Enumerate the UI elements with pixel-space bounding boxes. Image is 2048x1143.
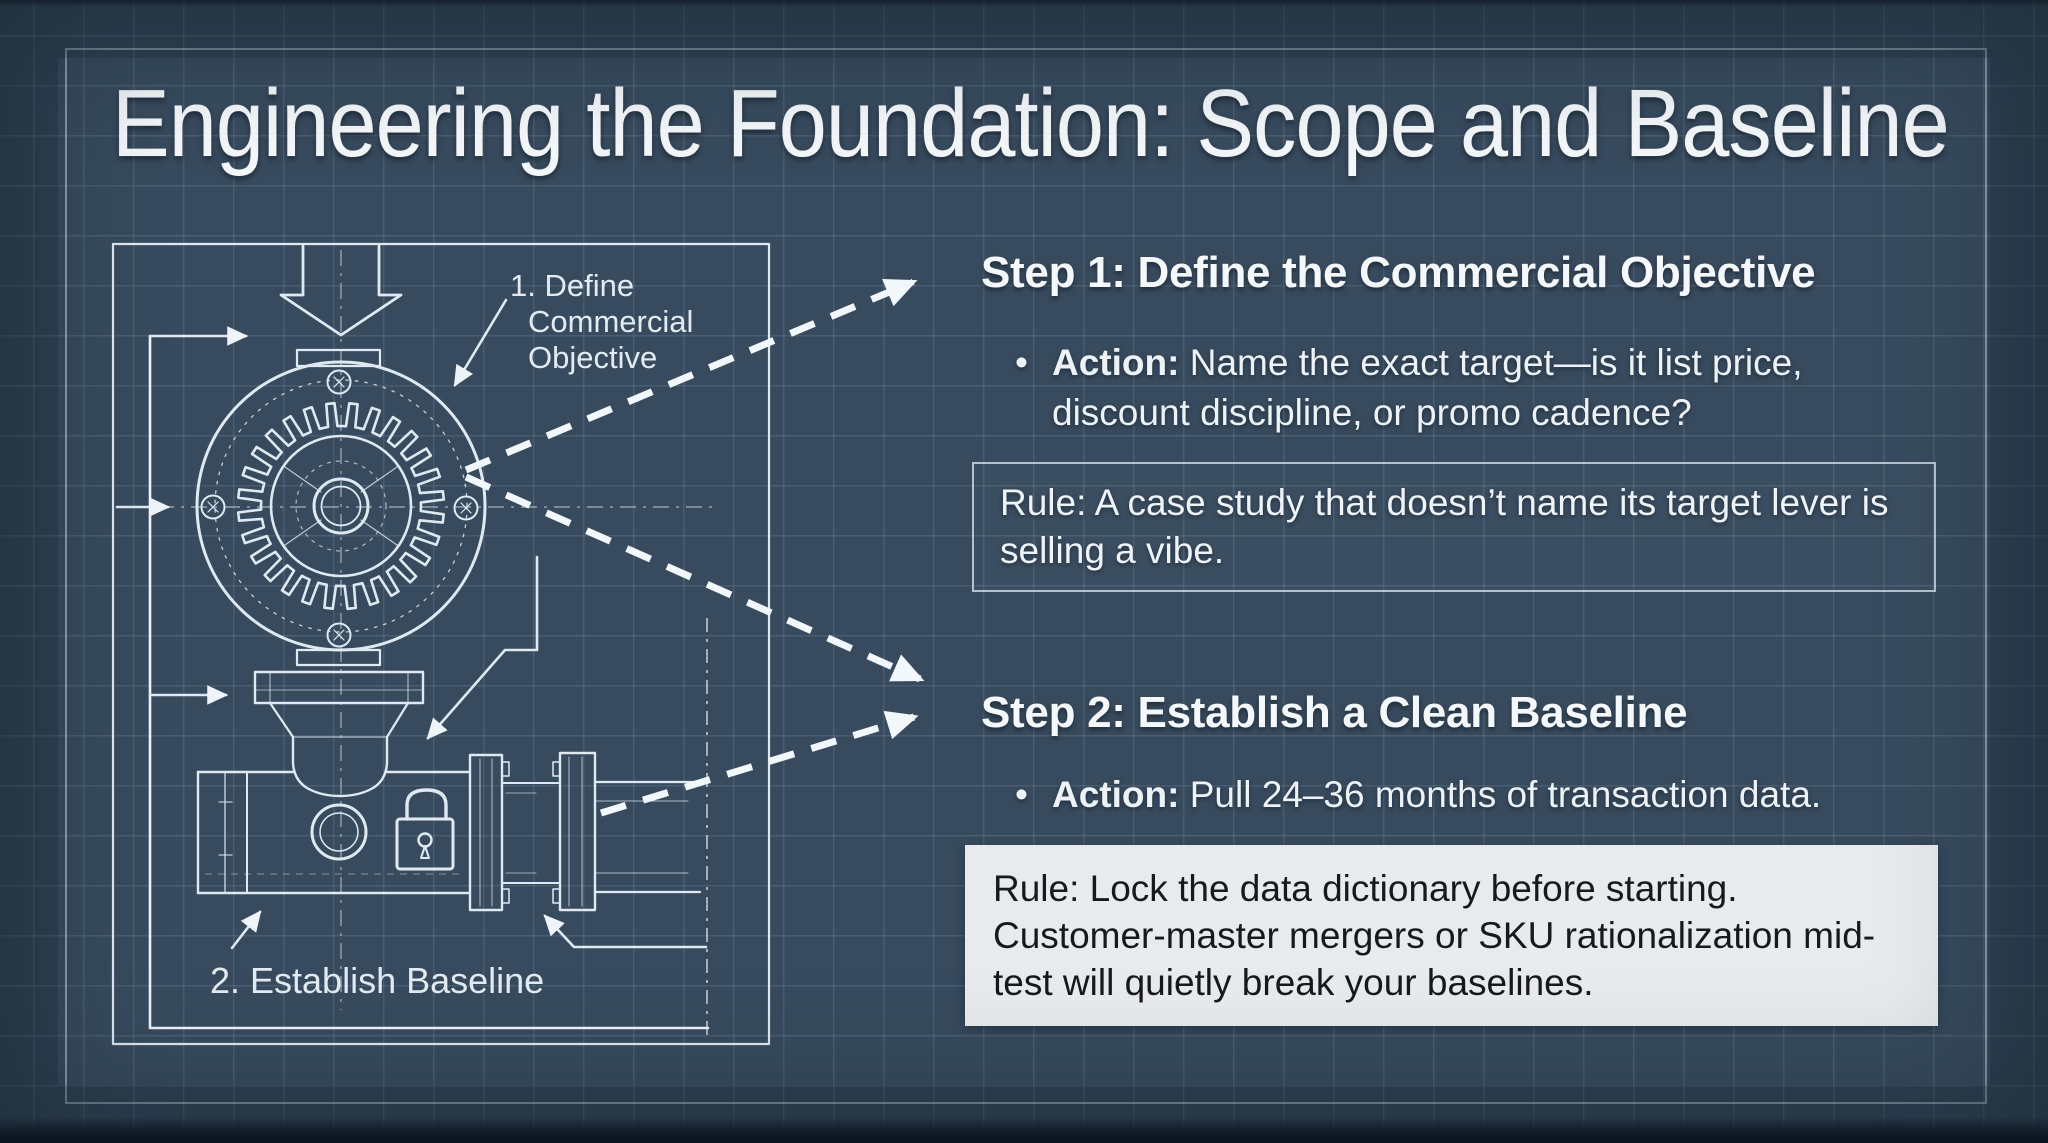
gear-icon (195, 348, 487, 667)
callout-baseline-label: 2. Establish Baseline (210, 960, 544, 1001)
baseline-callout-arrow (230, 910, 262, 950)
flange-coupling (468, 751, 702, 912)
hopper-callout-arrow (426, 555, 539, 740)
bullet-dot: • (1015, 774, 1028, 815)
bottom-dark-band (0, 1117, 2048, 1143)
machine-frame (111, 242, 771, 1046)
objective-callout-arrow (453, 298, 508, 387)
dashed-arrow-pipe-to-step2 (599, 710, 919, 817)
bullet-dot: • (1015, 342, 1028, 383)
step2-action-label: Action: (1052, 774, 1180, 815)
diagram-labels: 1. Define Commercial Objective 2. Establ… (210, 268, 693, 1001)
callout-objective-line1: 1. Define (510, 268, 634, 303)
step2-action-body: Pull 24–36 months of transaction data. (1189, 774, 1822, 815)
callout-objective-line2: Commercial (528, 304, 693, 339)
step1-action-text: Action: Name the exact target—is it list… (1052, 338, 1852, 438)
pipe-port (310, 803, 368, 861)
step2-heading: Step 2: Establish a Clean Baseline (981, 688, 1688, 737)
step1-action-body: Name the exact target—is it list price, … (1052, 342, 1803, 433)
step2-action-text: Action: Pull 24–36 months of transaction… (1052, 770, 1932, 820)
step1-rule-card: Rule: A case study that doesn’t name its… (972, 462, 1936, 592)
step1-heading: Step 1: Define the Commercial Objective (981, 248, 1816, 297)
dashed-arrow-to-step1 (464, 278, 918, 474)
step2-rule-card: Rule: Lock the data dictionary before st… (965, 845, 1938, 1026)
step1-action-label: Action: (1052, 342, 1180, 383)
gear-spokes (284, 466, 398, 546)
flange-callout-arrow (543, 914, 708, 949)
input-down-arrow-icon (279, 244, 403, 337)
step1-action: • Action: Name the exact target—is it li… (1015, 338, 1855, 438)
page-title: Engineering the Foundation: Scope and Ba… (112, 70, 1950, 177)
pipe-assembly (196, 770, 472, 895)
gear-bolts (200, 369, 479, 648)
hopper-icon (253, 670, 425, 798)
step2-action: • Action: Pull 24–36 months of transacti… (1015, 770, 1935, 820)
dashed-arrow-gear-to-step2 (464, 473, 925, 683)
callout-objective-line3: Objective (528, 340, 657, 375)
bracket-line (148, 334, 710, 1030)
top-dark-band (0, 0, 2048, 7)
lock-icon (395, 788, 455, 871)
